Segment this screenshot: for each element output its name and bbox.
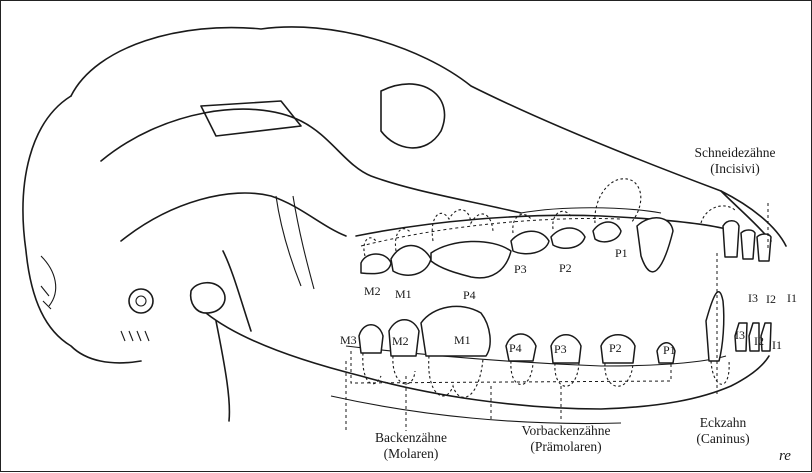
label-premolars: Vorbackenzähne (Prämolaren) bbox=[506, 423, 626, 455]
zygomatic-lower bbox=[121, 193, 346, 241]
premolars-latin: (Prämolaren) bbox=[506, 439, 626, 455]
lower-tooth-label: I1 bbox=[772, 339, 782, 351]
upper-tooth-label: M1 bbox=[395, 288, 412, 300]
molars-name: Backenzähne bbox=[356, 430, 466, 446]
lower-tooth-label: P1 bbox=[663, 344, 676, 356]
temporal-fossa-2 bbox=[293, 196, 314, 289]
temporal-fossa bbox=[276, 196, 301, 286]
lower-tooth-label: P2 bbox=[609, 342, 622, 354]
lower-tooth-label: P4 bbox=[509, 342, 522, 354]
incisors-name: Schneidezähne bbox=[685, 145, 785, 161]
ear-inner bbox=[136, 296, 146, 306]
mastoid bbox=[41, 256, 56, 306]
zygomatic-arch bbox=[101, 109, 521, 213]
cranium-back bbox=[23, 96, 141, 363]
cranium-outline bbox=[71, 27, 786, 246]
upper-tooth-label: I3 bbox=[748, 292, 758, 304]
canine-latin: (Caninus) bbox=[683, 431, 763, 447]
mandible-ramus-2 bbox=[223, 251, 251, 331]
upper-tooth-label: M2 bbox=[364, 285, 381, 297]
label-canine: Eckzahn (Caninus) bbox=[683, 415, 763, 447]
lower-tooth-label: M3 bbox=[340, 334, 357, 346]
premolars-name: Vorbackenzähne bbox=[506, 423, 626, 439]
label-incisors: Schneidezähne (Incisivi) bbox=[685, 145, 785, 177]
eye-orbit bbox=[381, 84, 445, 148]
molars-latin: (Molaren) bbox=[356, 446, 466, 462]
mandible-ramus bbox=[216, 321, 229, 421]
upper-tooth-label: P1 bbox=[615, 247, 628, 259]
lower-tooth-label: M1 bbox=[454, 334, 471, 346]
cheek-hatch bbox=[121, 331, 149, 341]
upper-tooth-label: P3 bbox=[514, 263, 527, 275]
postorbital-bar bbox=[201, 101, 301, 136]
upper-tooth-label: I2 bbox=[766, 293, 776, 305]
signature: re bbox=[779, 449, 791, 464]
palate-line bbox=[521, 208, 661, 213]
lower-tooth-label: M2 bbox=[392, 335, 409, 347]
mandible-condyle bbox=[191, 283, 225, 313]
upper-tooth-label: P4 bbox=[463, 289, 476, 301]
lower-tooth-label: I2 bbox=[754, 335, 764, 347]
upper-tooth-label: P2 bbox=[559, 262, 572, 274]
label-molars: Backenzähne (Molaren) bbox=[356, 430, 466, 462]
lower-tooth-label: P3 bbox=[554, 343, 567, 355]
ear-canal bbox=[129, 289, 153, 313]
lower-tooth-label: I3 bbox=[735, 329, 745, 341]
incisors-latin: (Incisivi) bbox=[685, 161, 785, 177]
canine-name: Eckzahn bbox=[683, 415, 763, 431]
upper-tooth-label: I1 bbox=[787, 292, 797, 304]
